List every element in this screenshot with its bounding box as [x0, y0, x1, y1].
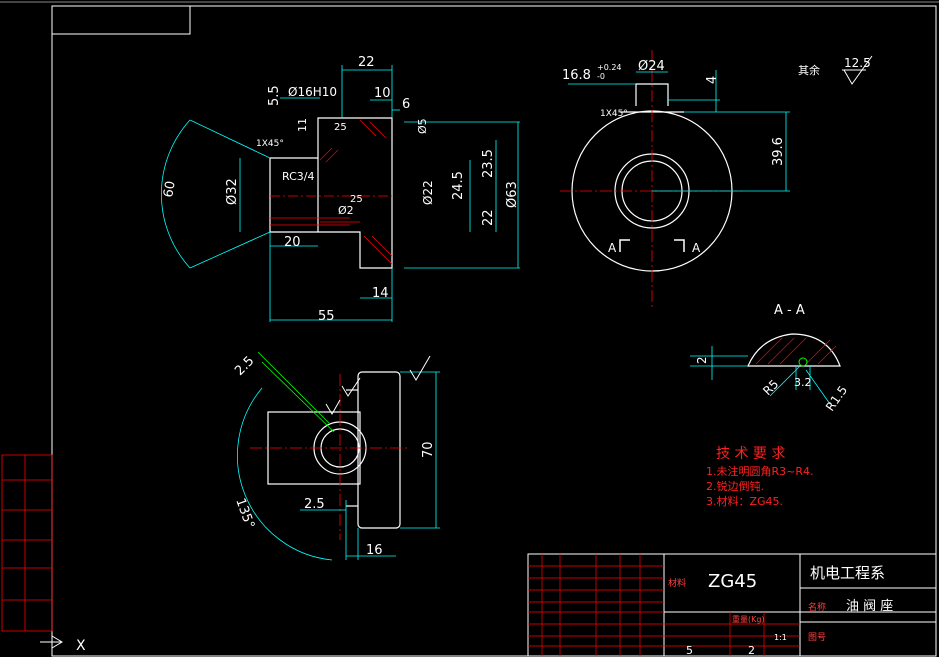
drawing-no-label: 图号 [808, 632, 826, 643]
section-aa-highlight [798, 357, 808, 367]
svg-text:RC3/4: RC3/4 [282, 170, 314, 183]
svg-text:R5: R5 [760, 377, 781, 398]
svg-text:6: 6 [402, 97, 410, 112]
bottom-centerlines [250, 374, 410, 540]
part-name-label: 名称 [808, 601, 826, 613]
svg-text:14: 14 [372, 286, 389, 301]
sheet-b: 2 [748, 644, 755, 657]
weight-label: 重量(Kg) [732, 614, 765, 624]
svg-text:Ø22: Ø22 [421, 180, 435, 205]
roughness-value: 12.5 [844, 56, 871, 70]
svg-text:Ø16H10: Ø16H10 [288, 85, 337, 99]
svg-text:4: 4 [705, 76, 720, 84]
material-label: 材料 [668, 577, 686, 589]
bottom-dim-labels: 2.5 2.5 135° 70 16 [232, 354, 436, 558]
tech-item-3: 3.材料：ZG45. [706, 494, 783, 508]
scale-value: 1:1 [774, 633, 787, 642]
material-value: ZG45 [708, 571, 757, 592]
svg-text:1X45°: 1X45° [256, 139, 284, 149]
svg-text:Ø32: Ø32 [225, 178, 240, 205]
svg-text:5.5: 5.5 [267, 85, 282, 106]
tech-item-2: 2.锐边倒钝. [706, 479, 764, 493]
svg-text:135°: 135° [232, 496, 257, 531]
section-aa-hatch [755, 337, 837, 365]
front-section-hatch [270, 119, 393, 265]
school-name: 机电工程系 [810, 564, 885, 582]
side-section-marks [619, 239, 685, 252]
svg-text:1X45°: 1X45° [600, 109, 628, 119]
svg-text:Ø63: Ø63 [505, 181, 520, 208]
svg-text:24.5: 24.5 [451, 171, 466, 200]
svg-text:R1.5: R1.5 [823, 383, 850, 413]
svg-text:22: 22 [481, 209, 496, 226]
tech-item-1: 1.未注明圆角R3~R4. [706, 464, 814, 478]
title-block-frame [527, 553, 937, 657]
side-dimension-lines [568, 70, 790, 192]
svg-text:39.6: 39.6 [771, 137, 786, 166]
side-dim-labels: 16.8 +0.24 -0 Ø24 4 39.6 1X45° A A [562, 59, 786, 255]
svg-text:A: A [608, 241, 617, 255]
svg-text:11: 11 [296, 118, 309, 132]
section-aa-dims [690, 346, 831, 405]
bottom-dimension-lines [237, 351, 440, 561]
part-name: 油 阀 座 [846, 599, 893, 614]
title-block-grid [528, 554, 800, 656]
svg-text:A: A [692, 241, 701, 255]
front-dim-labels: 22 10 6 5.5 11 Ø16H10 Ø32 Ø22 24.5 23.5 … [161, 55, 520, 324]
roughness-symbol [842, 55, 873, 85]
svg-text:-0: -0 [597, 72, 605, 81]
left-margin-stamps [1, 454, 53, 632]
axis-indicator [40, 635, 63, 649]
svg-text:55: 55 [318, 309, 335, 324]
svg-text:2.5: 2.5 [232, 354, 257, 379]
svg-text:22: 22 [358, 55, 375, 70]
section-aa-labels: 2 R5 3.2 R1.5 [695, 356, 850, 413]
axis-mark-x: X [76, 638, 86, 654]
svg-text:2: 2 [695, 356, 709, 364]
svg-text:Ø5: Ø5 [416, 118, 429, 134]
bottom-roughness-marks [325, 355, 431, 415]
svg-text:23.5: 23.5 [481, 149, 496, 178]
front-dimension-lines [161, 65, 520, 322]
sheet-a: 5 [686, 644, 693, 657]
svg-text:2.5: 2.5 [304, 497, 325, 512]
roughness-label: 其余 [798, 63, 820, 77]
bottom-view [267, 371, 401, 529]
svg-text:+0.24: +0.24 [597, 63, 622, 72]
svg-text:60: 60 [161, 180, 179, 199]
tech-title: 技 术 要 求 [716, 446, 785, 462]
svg-text:70: 70 [421, 441, 436, 458]
svg-text:16.8: 16.8 [562, 68, 591, 83]
svg-text:10: 10 [374, 86, 391, 101]
svg-text:25: 25 [350, 194, 363, 205]
svg-text:3.2: 3.2 [794, 376, 812, 389]
svg-text:Ø24: Ø24 [638, 59, 665, 74]
section-aa-view [747, 333, 841, 367]
svg-text:16: 16 [366, 543, 383, 558]
svg-text:20: 20 [284, 235, 301, 250]
svg-text:25: 25 [334, 122, 347, 133]
svg-text:Ø2: Ø2 [338, 204, 354, 217]
section-title: A - A [774, 303, 805, 318]
